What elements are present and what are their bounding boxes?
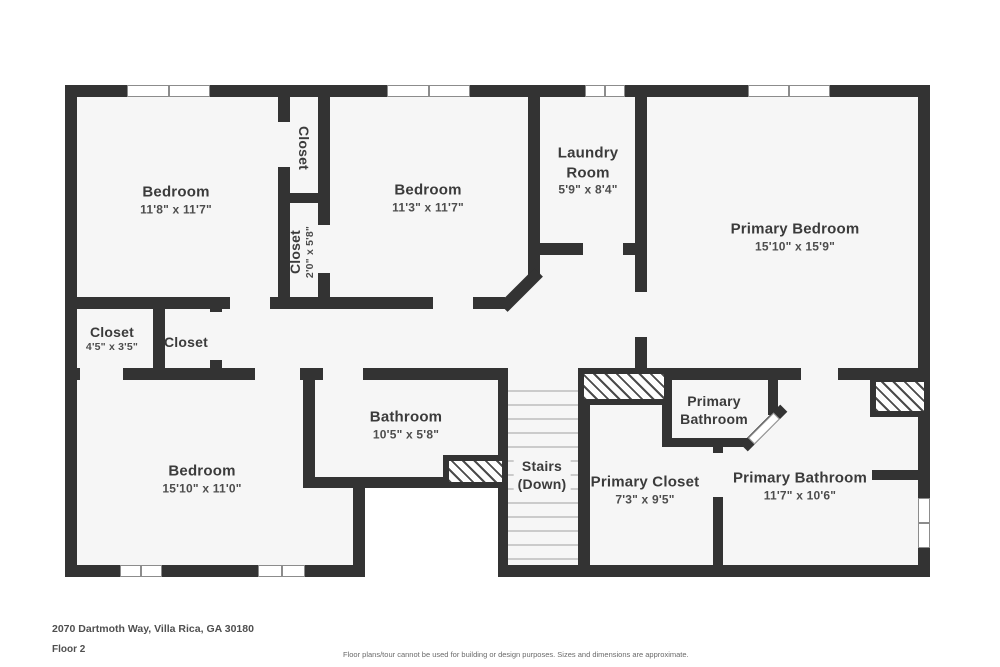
wall — [528, 85, 540, 277]
room-name: Primary Bedroom — [730, 220, 860, 238]
hatch-area — [870, 376, 930, 417]
room-label-primary-wc: Primary Bathroom — [668, 392, 760, 428]
wall — [65, 297, 230, 309]
room-dims: 11'7" x 10'6" — [763, 487, 837, 502]
wall — [65, 85, 77, 577]
hatch-fill — [449, 461, 502, 482]
wall — [123, 368, 255, 380]
room-name: Bedroom — [394, 181, 462, 199]
window-divider — [427, 86, 430, 96]
room-dims: 11'3" x 11'7" — [392, 199, 464, 214]
room-dims: 10'5" x 5'8" — [372, 426, 440, 441]
window — [127, 85, 210, 97]
room-dims: 15'10" x 11'0" — [162, 480, 242, 495]
room-label-stairs: Stairs (Down) — [513, 455, 571, 495]
room-label-closet-left: Closet 4'5" x 3'5" — [86, 323, 138, 355]
room-label-closet-tall: Closet 2'0" x 5'8" — [286, 226, 318, 278]
window — [748, 85, 830, 97]
footer-disclaimer: Floor plans/tour cannot be used for buil… — [343, 650, 689, 659]
room-label-bedroom-top-mid: Bedroom 11'3" x 11'7" — [392, 180, 464, 215]
wall — [768, 380, 778, 415]
hatch-fill — [584, 374, 664, 399]
wall — [528, 243, 583, 255]
footer-floor-label: Floor 2 — [52, 644, 86, 655]
room-label-primary-closet: Primary Closet 7'3" x 9'5" — [591, 472, 700, 507]
wall — [65, 368, 80, 380]
room-label-primary-bedroom: Primary Bedroom 15'10" x 15'9" — [731, 219, 860, 254]
wall — [303, 477, 508, 488]
wall — [278, 193, 330, 203]
room-name: Stairs — [521, 457, 563, 474]
room-label-laundry: Laundry Room 5'9" x 8'4" — [542, 144, 634, 199]
wall — [713, 497, 723, 577]
room-dims: 4'5" x 3'5" — [85, 341, 139, 354]
wall — [623, 243, 647, 255]
wall — [473, 297, 505, 309]
room-name: Primary Bathroom — [680, 392, 748, 427]
wall — [303, 368, 315, 488]
hatch-area — [443, 455, 508, 488]
room-name: Laundry Room — [557, 144, 619, 182]
room-label-closet-top: Closet — [295, 126, 313, 170]
wall — [153, 297, 165, 380]
room-name: Closet — [296, 126, 313, 170]
window — [258, 565, 305, 577]
wall — [578, 398, 590, 577]
room-dims: 11'8" x 11'7" — [140, 201, 212, 216]
room-name: Closet — [164, 333, 208, 350]
window-divider — [167, 86, 170, 96]
wall — [662, 438, 748, 447]
wall — [353, 477, 365, 577]
exterior-notch — [365, 488, 498, 590]
window — [120, 565, 162, 577]
room-name: Bathroom — [369, 408, 443, 426]
wall — [662, 380, 672, 447]
hatch-fill — [876, 382, 924, 411]
wall — [635, 85, 647, 292]
wall — [65, 565, 363, 577]
window-divider — [788, 86, 790, 96]
room-name: Primary Closet — [590, 473, 700, 491]
room-label-primary-bathroom: Primary Bathroom 11'7" x 10'6" — [733, 468, 867, 503]
wall — [330, 297, 433, 309]
room-dims: 5'9" x 8'4" — [558, 182, 618, 197]
room-dims: 2'0" x 5'8" — [304, 225, 317, 279]
wall — [318, 85, 330, 225]
window-divider — [604, 86, 606, 96]
room-name: Bedroom — [142, 183, 210, 201]
room-name: Closet — [90, 324, 134, 341]
wall — [270, 297, 330, 309]
wall — [278, 85, 290, 122]
wall — [918, 85, 930, 577]
window-divider — [140, 566, 142, 576]
room-label-closet-mid: Closet — [164, 333, 208, 351]
room-name: Bedroom — [168, 462, 236, 480]
wall — [872, 470, 930, 480]
window-divider — [919, 522, 929, 524]
room-name: Primary Bathroom — [732, 469, 868, 487]
wall — [363, 368, 508, 380]
room-label-bedroom-top-left: Bedroom 11'8" x 11'7" — [140, 182, 212, 217]
window — [585, 85, 625, 97]
room-label-bedroom-bottom: Bedroom 15'10" x 11'0" — [162, 461, 241, 496]
room-dims: 15'10" x 15'9" — [755, 238, 835, 253]
room-label-bathroom: Bathroom 10'5" x 5'8" — [370, 407, 442, 442]
room-name-sub: (Down) — [517, 476, 567, 492]
window — [387, 85, 470, 97]
footer-address: 2070 Dartmoth Way, Villa Rica, GA 30180 — [52, 623, 254, 635]
room-dims: 7'3" x 9'5" — [615, 491, 675, 506]
window-divider — [280, 566, 283, 576]
wall — [300, 368, 323, 380]
hatch-area — [578, 368, 670, 405]
room-name: Closet — [287, 230, 304, 274]
window — [918, 498, 930, 548]
